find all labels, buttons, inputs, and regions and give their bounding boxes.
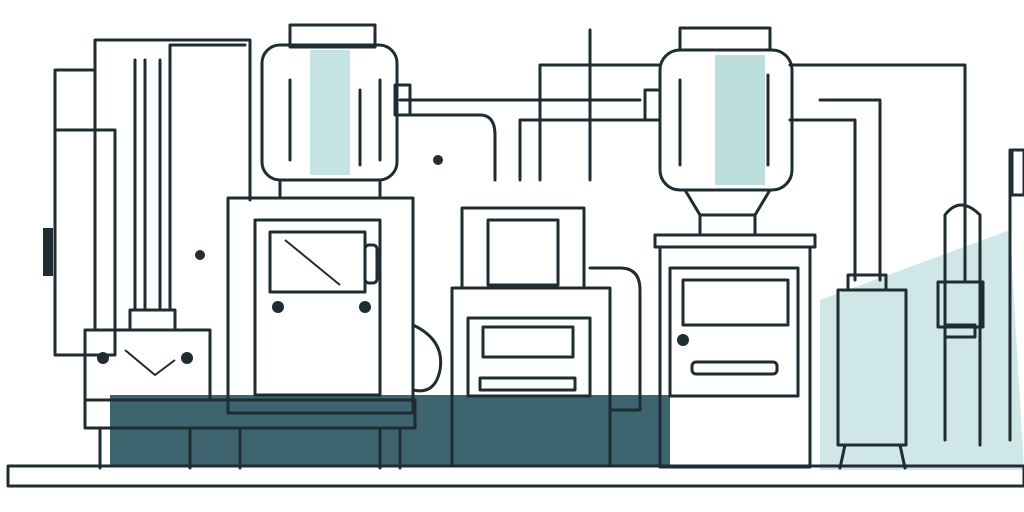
handle [363, 243, 379, 285]
cylinder-legs [838, 443, 907, 470]
middle-vent [478, 376, 577, 392]
machine-body-left [226, 196, 415, 415]
gauge-box [936, 280, 985, 329]
cylinder [836, 288, 908, 447]
middle-pipe [588, 266, 642, 412]
bolt [97, 352, 109, 364]
bolt [359, 301, 371, 313]
side-hose [411, 323, 443, 393]
floor-line [6, 464, 1024, 488]
middle-panel [466, 316, 592, 398]
table-legs [98, 426, 402, 470]
window-glare [284, 239, 341, 286]
gauge-loop [943, 203, 982, 447]
middle-window-top [486, 218, 560, 287]
right-machine-teal [668, 266, 800, 398]
wall-dot [195, 250, 205, 260]
gauge-teal [943, 323, 977, 339]
small-machine-window [124, 349, 176, 377]
bolt [181, 352, 193, 364]
tank-left [260, 23, 412, 200]
middle-slot [481, 325, 575, 359]
conveyor-table [83, 398, 417, 430]
bolt [272, 301, 284, 313]
small-machine-top [128, 308, 177, 332]
pipe-network [53, 28, 1012, 442]
right-window [681, 278, 790, 327]
right-slot [690, 360, 779, 376]
right-edge-pipe [1010, 148, 1024, 197]
machine-front-teal [253, 218, 382, 397]
floor-shadow [110, 395, 670, 467]
tank-right [643, 26, 794, 237]
left-switch [43, 228, 53, 276]
bolt [677, 334, 689, 346]
wall-dot [433, 155, 443, 165]
